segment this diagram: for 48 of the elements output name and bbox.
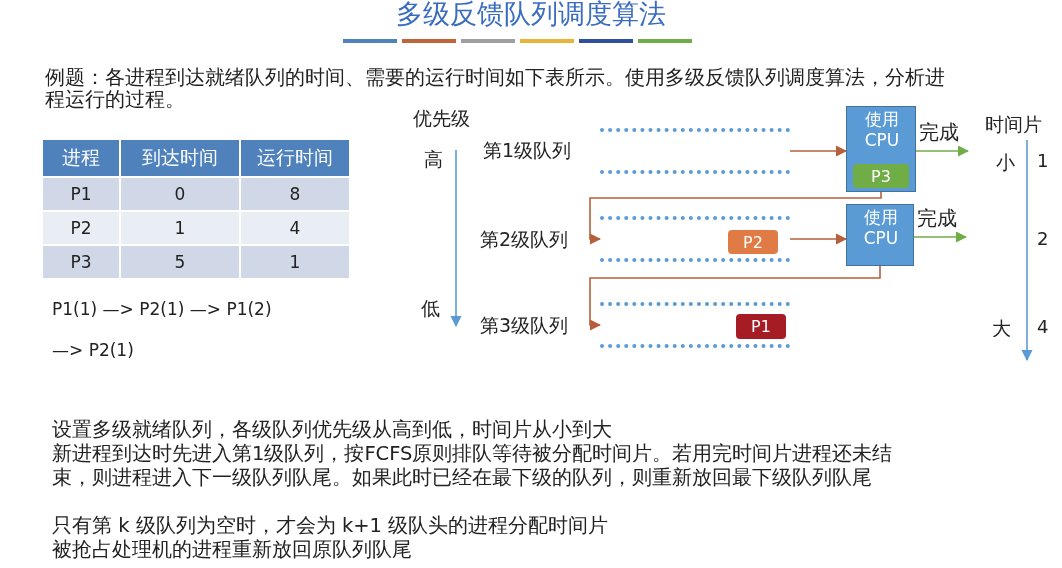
table-header-cell: 到达时间 <box>121 140 241 178</box>
queue-band <box>600 216 790 262</box>
table-header-cell: 运行时间 <box>241 140 351 178</box>
queue-label: 第1级队列 <box>483 138 572 163</box>
axis-label: 大 <box>992 316 1011 341</box>
arrow <box>915 145 970 157</box>
queue-label: 第3级队列 <box>480 313 569 338</box>
table-cell: 4 <box>241 212 351 246</box>
axis-label: 高 <box>424 147 443 172</box>
table-cell: 0 <box>121 178 241 212</box>
rule-paragraph: 被抢占处理机的进程重新放回原队列队尾 <box>52 538 413 562</box>
arrow <box>589 191 882 245</box>
axis-label: 4 <box>1037 316 1049 337</box>
arrow <box>789 233 848 245</box>
table-cell: 1 <box>121 212 241 246</box>
table-cell: P3 <box>43 246 121 280</box>
axis-label: 1 <box>1037 150 1049 171</box>
edge-label: 完成 <box>918 119 960 146</box>
arrow <box>913 231 968 243</box>
cpu-label: 使用CPU <box>862 207 900 249</box>
rule-paragraph: 新进程到达时先进入第1级队列，按FCFS原则排队等待被分配时间片。若用完时间片进程还未结束，则进程进入下一级队列队尾。如果此时已经在最下级的队列，则重新放回最下级队列队尾 <box>52 442 894 490</box>
cpu-box <box>846 204 914 266</box>
table-cell: 1 <box>241 246 351 280</box>
sequence-text: —> P2(1) <box>52 340 134 360</box>
sequence-text: P1(1) —> P2(1) —> P1(2) <box>52 299 272 319</box>
axis-label: 小 <box>996 150 1015 175</box>
rule-paragraph: 设置多级就绪队列，各级队列优先级从高到低，时间片从小到大 <box>52 418 613 442</box>
axis-label: 时间片 <box>985 112 1042 137</box>
table-header-cell: 进程 <box>43 140 121 178</box>
edge-label: 完成 <box>916 205 958 232</box>
process-chip: P1 <box>736 314 786 339</box>
arrow <box>589 265 881 331</box>
table-cell: P2 <box>43 212 121 246</box>
cpu-label: 使用CPU <box>863 109 901 151</box>
title: 多级反馈队列调度算法 <box>395 0 667 31</box>
process-chip: P3 <box>853 164 909 188</box>
queue-label: 第2级队列 <box>480 227 569 252</box>
table-cell: 8 <box>241 178 351 212</box>
process-chip: P2 <box>728 230 778 254</box>
queue-band <box>600 128 790 174</box>
table-cell: 5 <box>121 246 241 280</box>
queue-band <box>600 302 790 348</box>
cpu-box <box>846 106 916 192</box>
axis-label: 低 <box>421 296 440 321</box>
arrow <box>789 145 848 157</box>
rule-paragraph: 只有第 k 级队列为空时，才会为 k+1 级队头的进程分配时间片 <box>52 514 610 538</box>
table-cell: P1 <box>43 178 121 212</box>
axis-label: 2 <box>1037 228 1049 249</box>
